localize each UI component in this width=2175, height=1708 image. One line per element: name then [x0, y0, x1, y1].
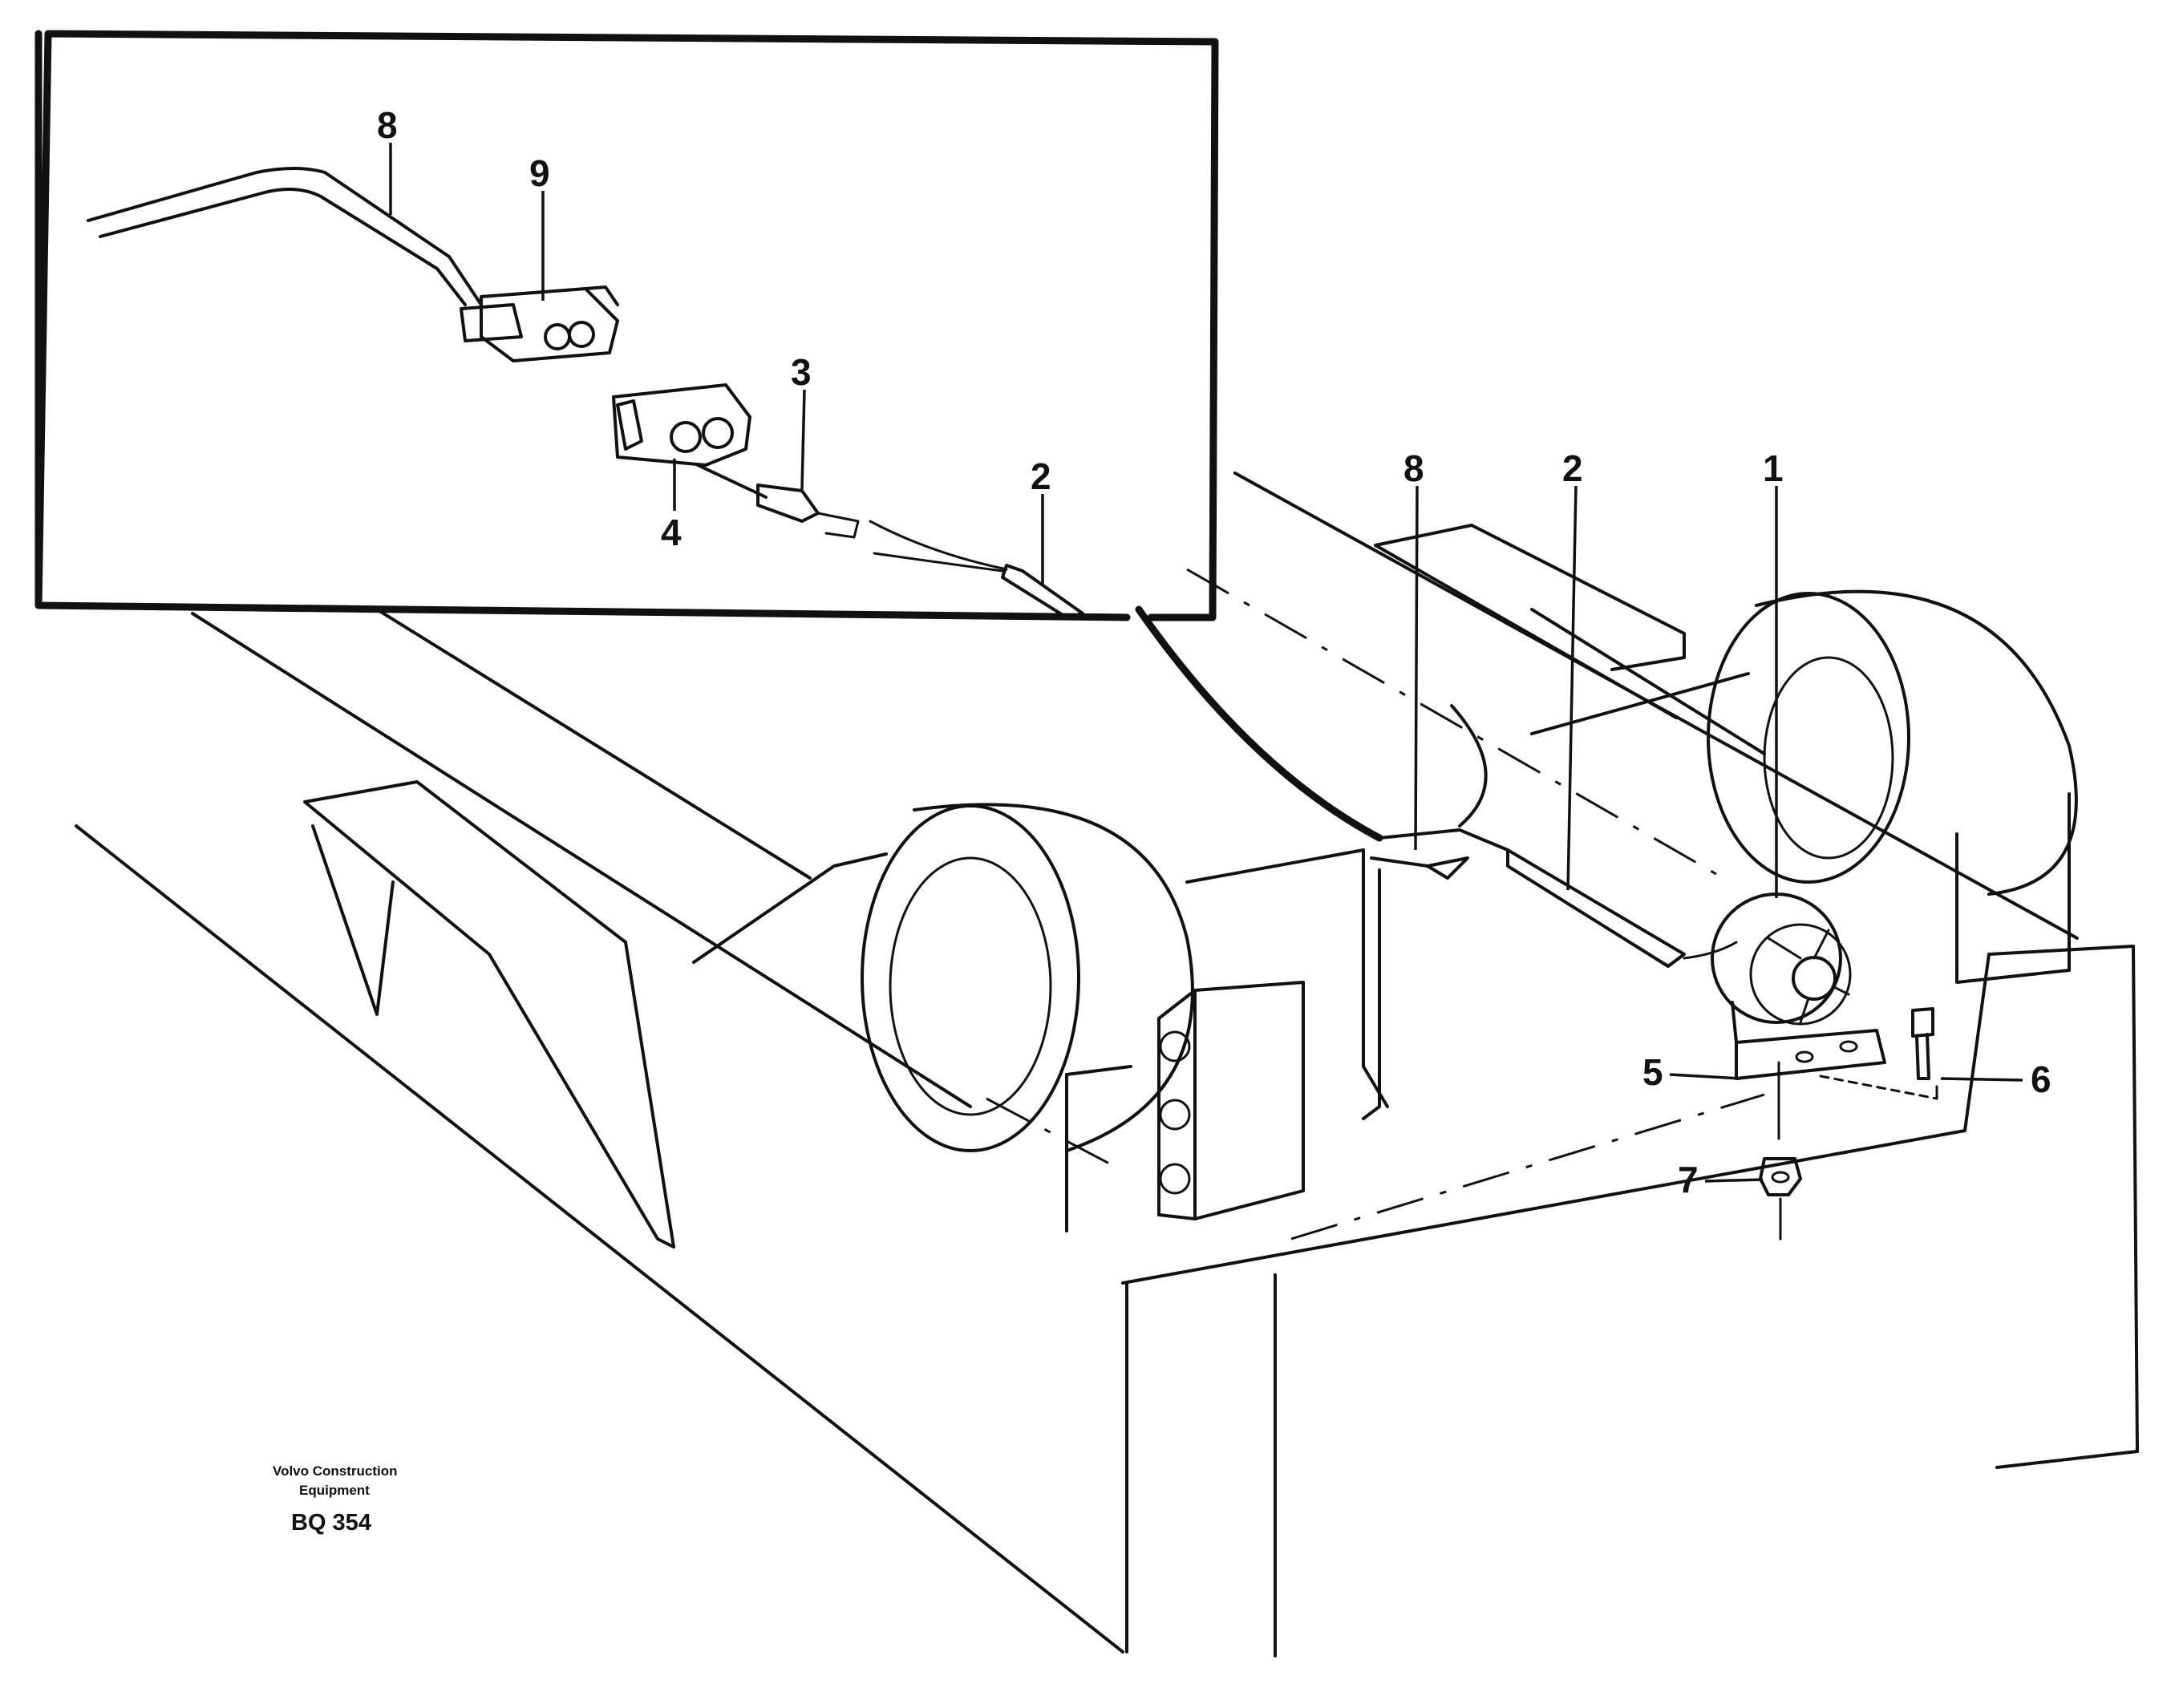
publisher-line-1: Volvo Construction	[273, 1463, 398, 1479]
callout-inset-3: 3	[791, 351, 812, 393]
callout-main-5: 5	[1642, 1051, 1663, 1093]
main-callouts: 8 2 1 5 6 7	[1403, 447, 2051, 1200]
right-reel	[1707, 589, 2078, 984]
callout-inset-9: 9	[529, 152, 550, 194]
left-reel	[692, 803, 1389, 1232]
publisher-line-2: Equipment	[299, 1483, 370, 1498]
inset-callouts: 8 9 3 4 2	[377, 104, 1051, 585]
footer: Volvo Construction Equipment BQ 354	[273, 1463, 398, 1536]
callout-main-6: 6	[2031, 1058, 2051, 1100]
machine-frame	[75, 472, 2139, 1657]
callout-inset-2: 2	[1031, 455, 1051, 497]
callout-main-1: 1	[1763, 447, 1784, 489]
callout-main-2: 2	[1562, 447, 1583, 489]
junction-box	[1157, 981, 1305, 1220]
callout-inset-8: 8	[377, 104, 398, 146]
main-harness	[1135, 605, 1738, 1120]
sensor-assembly	[1711, 892, 1938, 1140]
nut	[1759, 1157, 1802, 1241]
inset-detail	[34, 30, 1219, 621]
screw	[1911, 1007, 1934, 1080]
callout-main-8: 8	[1403, 447, 1424, 489]
callout-inset-4: 4	[661, 512, 682, 553]
drawing-code: BQ 354	[291, 1510, 371, 1536]
callout-main-7: 7	[1678, 1159, 1699, 1200]
